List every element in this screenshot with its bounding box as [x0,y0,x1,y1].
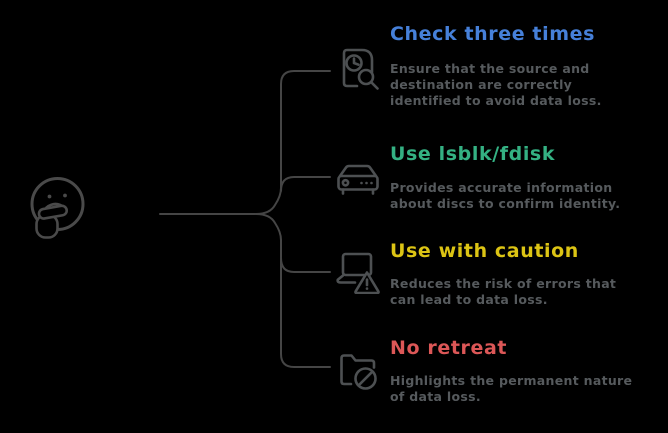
thinking-face-icon [30,177,85,239]
file-clock-search-icon [342,48,379,90]
item-title: Use with caution [390,240,579,262]
folder-blocked-icon [340,354,377,390]
item-description: Reduces the risk of errors that can lead… [390,276,617,307]
item-description: Highlights the permanent nature of data … [390,373,633,404]
item-title: Check three times [390,23,596,45]
hard-drive-icon [337,164,379,195]
item-description: Ensure that the source and destination a… [390,61,602,108]
item-title: No retreat [390,337,508,359]
laptop-warning-icon [336,252,380,294]
item-description: Provides accurate information about disc… [390,180,621,211]
item-title: Use lsblk/fdisk [390,143,556,165]
